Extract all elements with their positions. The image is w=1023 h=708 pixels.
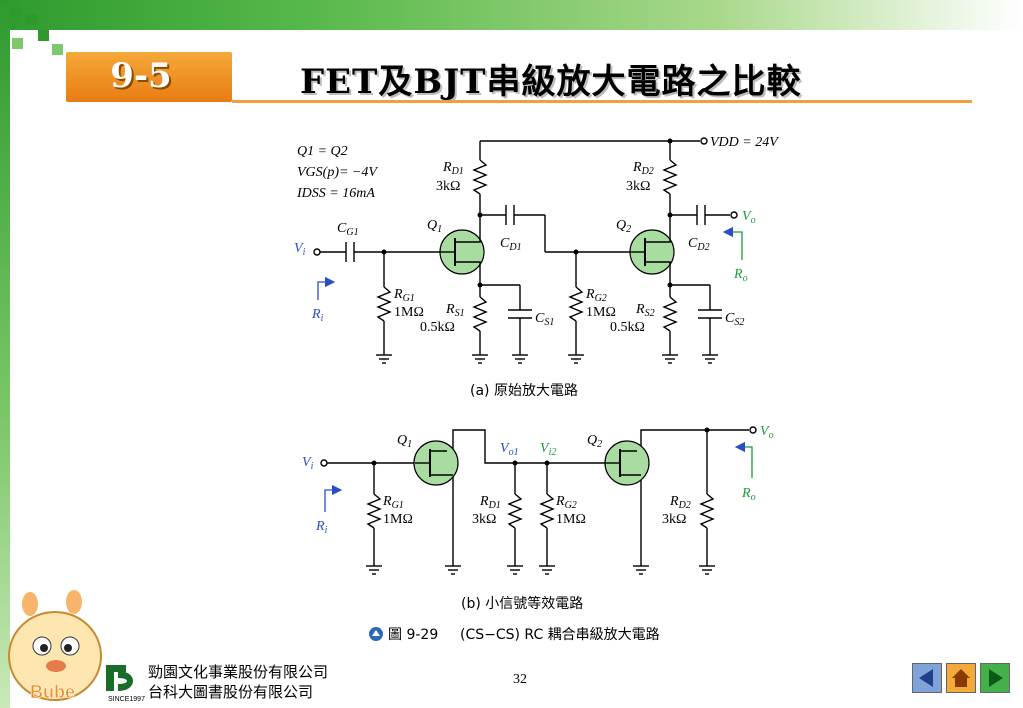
rg1-value: 1MΩ xyxy=(394,305,424,320)
transistor-q2 xyxy=(629,229,675,275)
company-line-1: 勁園文化事業股份有限公司 xyxy=(148,663,329,681)
left-banner xyxy=(0,0,10,708)
page-number: 32 xyxy=(513,672,527,687)
rd1-value-b: 3kΩ xyxy=(472,512,496,527)
rg1-value-b: 1MΩ xyxy=(383,512,413,527)
rd2-label-b: RD2 xyxy=(669,494,691,511)
company-names: 勁園文化事業股份有限公司 台科大圖書股份有限公司 xyxy=(148,662,328,702)
cs2-label: CS2 xyxy=(725,311,744,328)
prev-arrow-icon xyxy=(919,669,933,687)
decor-square xyxy=(26,14,37,25)
q1-label: Q1 xyxy=(427,218,442,235)
decor-square xyxy=(10,6,21,17)
next-arrow-icon xyxy=(989,669,1003,687)
vo1-label: Vo1 xyxy=(500,441,519,458)
cs1-label: CS1 xyxy=(535,311,554,328)
rd2-label: RD2 xyxy=(632,160,654,177)
vi-label-b: Vi xyxy=(302,455,314,472)
vo-label-b: Vo xyxy=(760,424,774,441)
cg1-label: CG1 xyxy=(337,221,359,238)
transistor-q2-small-signal xyxy=(604,440,650,486)
param-vgsp: VGS(p)= −4V xyxy=(297,165,378,180)
svg-text:Bube: Bube xyxy=(30,682,75,702)
q2-label: Q2 xyxy=(616,218,631,235)
home-icon xyxy=(952,669,970,687)
param-q1-q2: Q1 = Q2 xyxy=(297,144,348,159)
decor-square xyxy=(38,30,49,41)
param-idss: IDSS = 16mA xyxy=(296,186,375,201)
q1-label-b: Q1 xyxy=(397,433,412,450)
section-number: 9-5 xyxy=(110,56,172,96)
home-button[interactable] xyxy=(946,663,976,693)
rs2-label: RS2 xyxy=(635,302,655,319)
top-banner xyxy=(0,0,1023,30)
transistor-q1-small-signal xyxy=(413,440,459,486)
publisher-logo xyxy=(106,665,133,691)
vi-label-a: Vi xyxy=(294,241,306,258)
transistor-q1 xyxy=(439,229,485,275)
ro-label-b: Ro xyxy=(741,486,756,503)
rd1-value: 3kΩ xyxy=(436,179,460,194)
section-tab: 9-5 xyxy=(66,52,232,102)
vi2-label: Vi2 xyxy=(540,441,556,458)
figure-label: 圖 9-29 xyxy=(388,627,438,643)
rg1-label-b: RG1 xyxy=(382,494,404,511)
rd2-value: 3kΩ xyxy=(626,179,650,194)
title-underline xyxy=(232,100,972,103)
company-line-2: 台科大圖書股份有限公司 xyxy=(148,683,314,701)
caption-b: (b) 小信號等效電路 xyxy=(461,595,583,612)
q2-label-b: Q2 xyxy=(587,433,602,450)
caption-a: (a) 原始放大電路 xyxy=(470,383,578,399)
decor-square xyxy=(12,38,23,49)
rg2-label-b: RG2 xyxy=(555,494,577,511)
rd1-label-b: RD1 xyxy=(479,494,501,511)
rg2-label: RG2 xyxy=(585,287,607,304)
decor-square xyxy=(52,44,63,55)
rg2-value: 1MΩ xyxy=(586,305,616,320)
mascot-logo: Bube xyxy=(8,590,102,702)
rd2-value-b: 3kΩ xyxy=(662,512,686,527)
rs1-label: RS1 xyxy=(445,302,465,319)
rd1-label: RD1 xyxy=(442,160,464,177)
next-button[interactable] xyxy=(980,663,1010,693)
figure-caption: (CS−CS) RC 耦合串級放大電路 xyxy=(460,627,660,643)
ro-label-a: Ro xyxy=(733,267,748,284)
slide-title: FET及BJT串級放大電路之比較 xyxy=(300,62,802,102)
since-text: SINCE1997 xyxy=(108,696,145,703)
cd1-label: CD1 xyxy=(500,236,522,253)
rs2-value: 0.5kΩ xyxy=(610,320,645,335)
prev-button[interactable] xyxy=(912,663,942,693)
cd2-label: CD2 xyxy=(688,236,710,253)
ri-label-b: Ri xyxy=(315,519,328,536)
rg1-label: RG1 xyxy=(393,287,415,304)
vdd-label: VDD = 24V xyxy=(710,135,779,150)
rg2-value-b: 1MΩ xyxy=(556,512,586,527)
rs1-value: 0.5kΩ xyxy=(420,320,455,335)
vo-label-a: Vo xyxy=(742,209,756,226)
ri-label-a: Ri xyxy=(311,307,324,324)
